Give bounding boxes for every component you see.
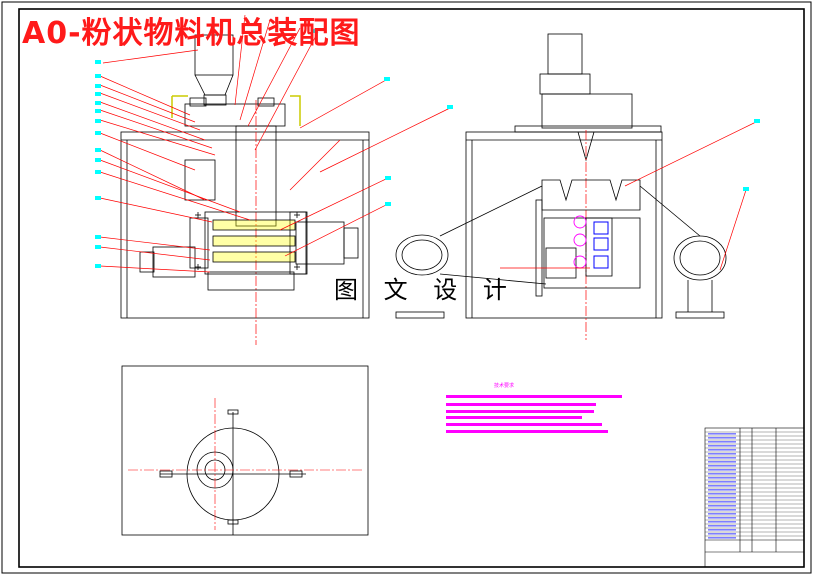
- title-block-cell: [708, 529, 736, 531]
- title-block-cell: [708, 525, 736, 527]
- top-view-frame: [121, 365, 369, 536]
- title-block-cell: [708, 513, 736, 515]
- hopper-top: [194, 34, 234, 76]
- top-view-centerlines: [128, 398, 362, 530]
- title-block-cell: [708, 509, 736, 511]
- side-motor: [547, 33, 583, 75]
- top-view: [121, 365, 369, 536]
- title-block-cell: [708, 461, 736, 463]
- title-block-cell: [708, 441, 736, 443]
- gearbox: [184, 103, 286, 127]
- mixer-housing: [204, 211, 308, 275]
- title-block-cell: [708, 469, 736, 471]
- motor: [152, 246, 196, 278]
- title-block-cell: [708, 521, 736, 523]
- title-block-cell: [708, 537, 736, 539]
- title-block-cell: [708, 473, 736, 475]
- title-block-cell: [708, 485, 736, 487]
- drawing-title: A0-粉状物料机总装配图: [22, 16, 361, 51]
- title-block-cell: [708, 433, 736, 435]
- side-view-details: [500, 119, 760, 271]
- watermark: 图 文 设 计: [334, 276, 516, 304]
- technical-requirements: [446, 395, 622, 433]
- title-block-cell: [708, 501, 736, 503]
- title-block-cell: [708, 489, 736, 491]
- title-block-cell: [708, 481, 736, 483]
- side-view: [395, 33, 727, 340]
- front-view-label-markers: [95, 29, 453, 268]
- title-block-cell: [708, 517, 736, 519]
- title-block-cell: [708, 449, 736, 451]
- frame-box: [120, 131, 370, 319]
- title-block-cell: [708, 453, 736, 455]
- title-block-cell: [708, 477, 736, 479]
- technical-requirements-heading: 技术要求: [494, 383, 515, 389]
- title-block: [704, 427, 805, 568]
- front-view-leaders: [99, 14, 451, 273]
- title-block-cell: [708, 505, 736, 507]
- title-block-cell: [708, 437, 736, 439]
- title-block-rows: [705, 431, 804, 539]
- title-block-cell: [708, 497, 736, 499]
- title-block-cell: [708, 457, 736, 459]
- title-block-cell: [708, 493, 736, 495]
- title-block-cell: [708, 445, 736, 447]
- inner-border: [18, 8, 805, 568]
- title-block-cell: [708, 465, 736, 467]
- front-view: [120, 34, 370, 345]
- title-block-cell: [708, 533, 736, 535]
